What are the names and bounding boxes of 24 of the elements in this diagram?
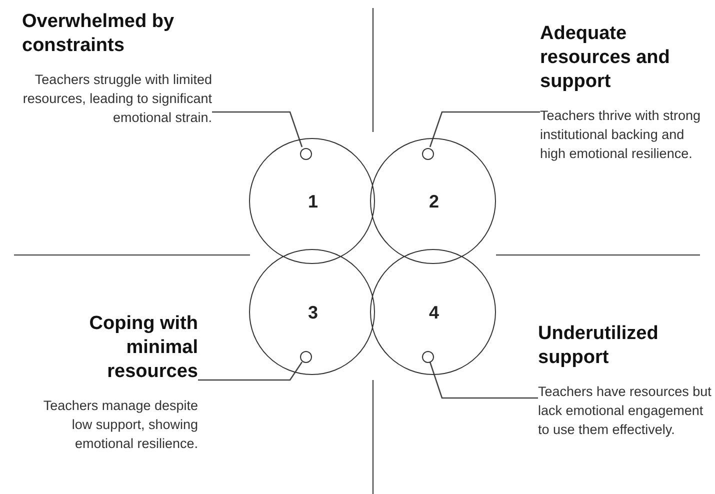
small-circle (422, 148, 434, 160)
circle-number: 2 (429, 192, 439, 212)
leader-line (198, 362, 303, 381)
circle (249, 249, 375, 375)
heading: Coping with minimal resources (88, 312, 198, 384)
circle (370, 138, 496, 264)
leader-line (212, 111, 303, 148)
small-circle (300, 148, 312, 160)
heading: Overwhelmed by constraints (22, 10, 176, 58)
circle-number: 3 (308, 302, 318, 324)
description-text: Teachers struggle with limited resources, leading to significant emotional strain. (22, 71, 212, 127)
circle (370, 249, 496, 375)
small-circle (300, 351, 312, 363)
circle (249, 138, 375, 264)
heading: Adequate resources and support (540, 22, 671, 94)
small-circle (422, 351, 434, 363)
leader-line (429, 111, 540, 148)
description-text: Teachers manage despite low support, showing emotional resilience. (42, 397, 198, 453)
description-text: Teachers have resources but lack emotional engagement to use them effectively. (538, 383, 712, 439)
heading: Underutilized support (538, 322, 660, 370)
leader-line (429, 362, 538, 399)
description-text: Teachers thrive with strong institutional backing and high emotional resilience. (540, 107, 702, 163)
circle-number: 4 (429, 302, 439, 324)
circle-number: 1 (308, 192, 318, 212)
